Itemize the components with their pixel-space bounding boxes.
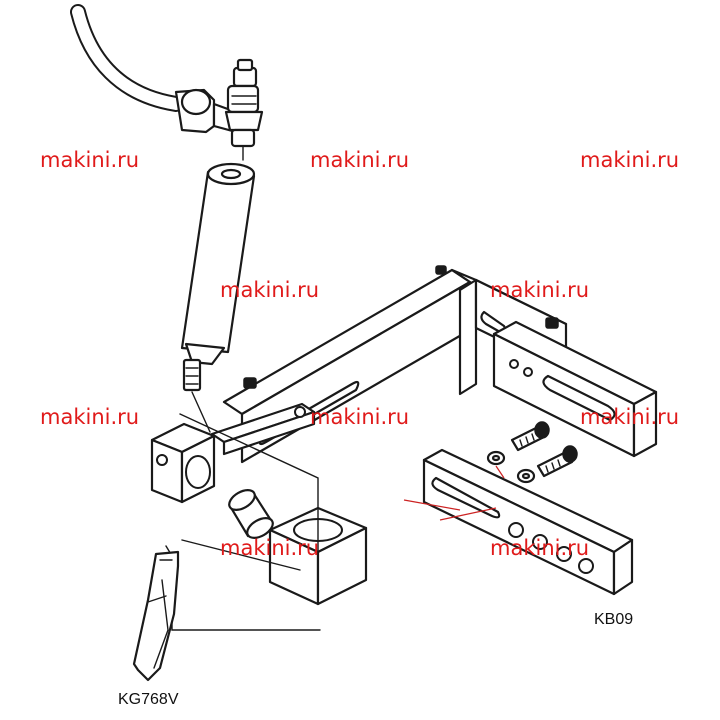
- bracket-part-label: KB09: [594, 611, 634, 628]
- adjusting-plate: [492, 320, 658, 458]
- valve-adapter: [224, 58, 264, 161]
- clamp-block: [150, 422, 216, 504]
- screw-set: [486, 421, 578, 484]
- watermark-text: makini.ru: [580, 148, 680, 172]
- watermark-text: makini.ru: [490, 278, 590, 302]
- kb09-bracket: [422, 448, 634, 596]
- watermark-text: makini.ru: [220, 536, 320, 560]
- blade-part-label: KG768V: [118, 691, 179, 708]
- knife-blade: [132, 550, 180, 682]
- watermark-text: makini.ru: [310, 405, 410, 429]
- frame-slide-bar: [210, 402, 316, 456]
- watermark-text: makini.ru: [580, 405, 680, 429]
- red-guide-lines: [403, 465, 505, 521]
- watermark-text: makini.ru: [40, 405, 140, 429]
- cylinder-pin: [228, 489, 274, 539]
- watermark-text: makini.ru: [310, 148, 410, 172]
- watermark-text: makini.ru: [490, 536, 590, 560]
- air-cylinder: [180, 162, 256, 433]
- watermark-text: makini.ru: [40, 148, 140, 172]
- air-hose: [70, 4, 184, 112]
- watermark-text: makini.ru: [220, 278, 320, 302]
